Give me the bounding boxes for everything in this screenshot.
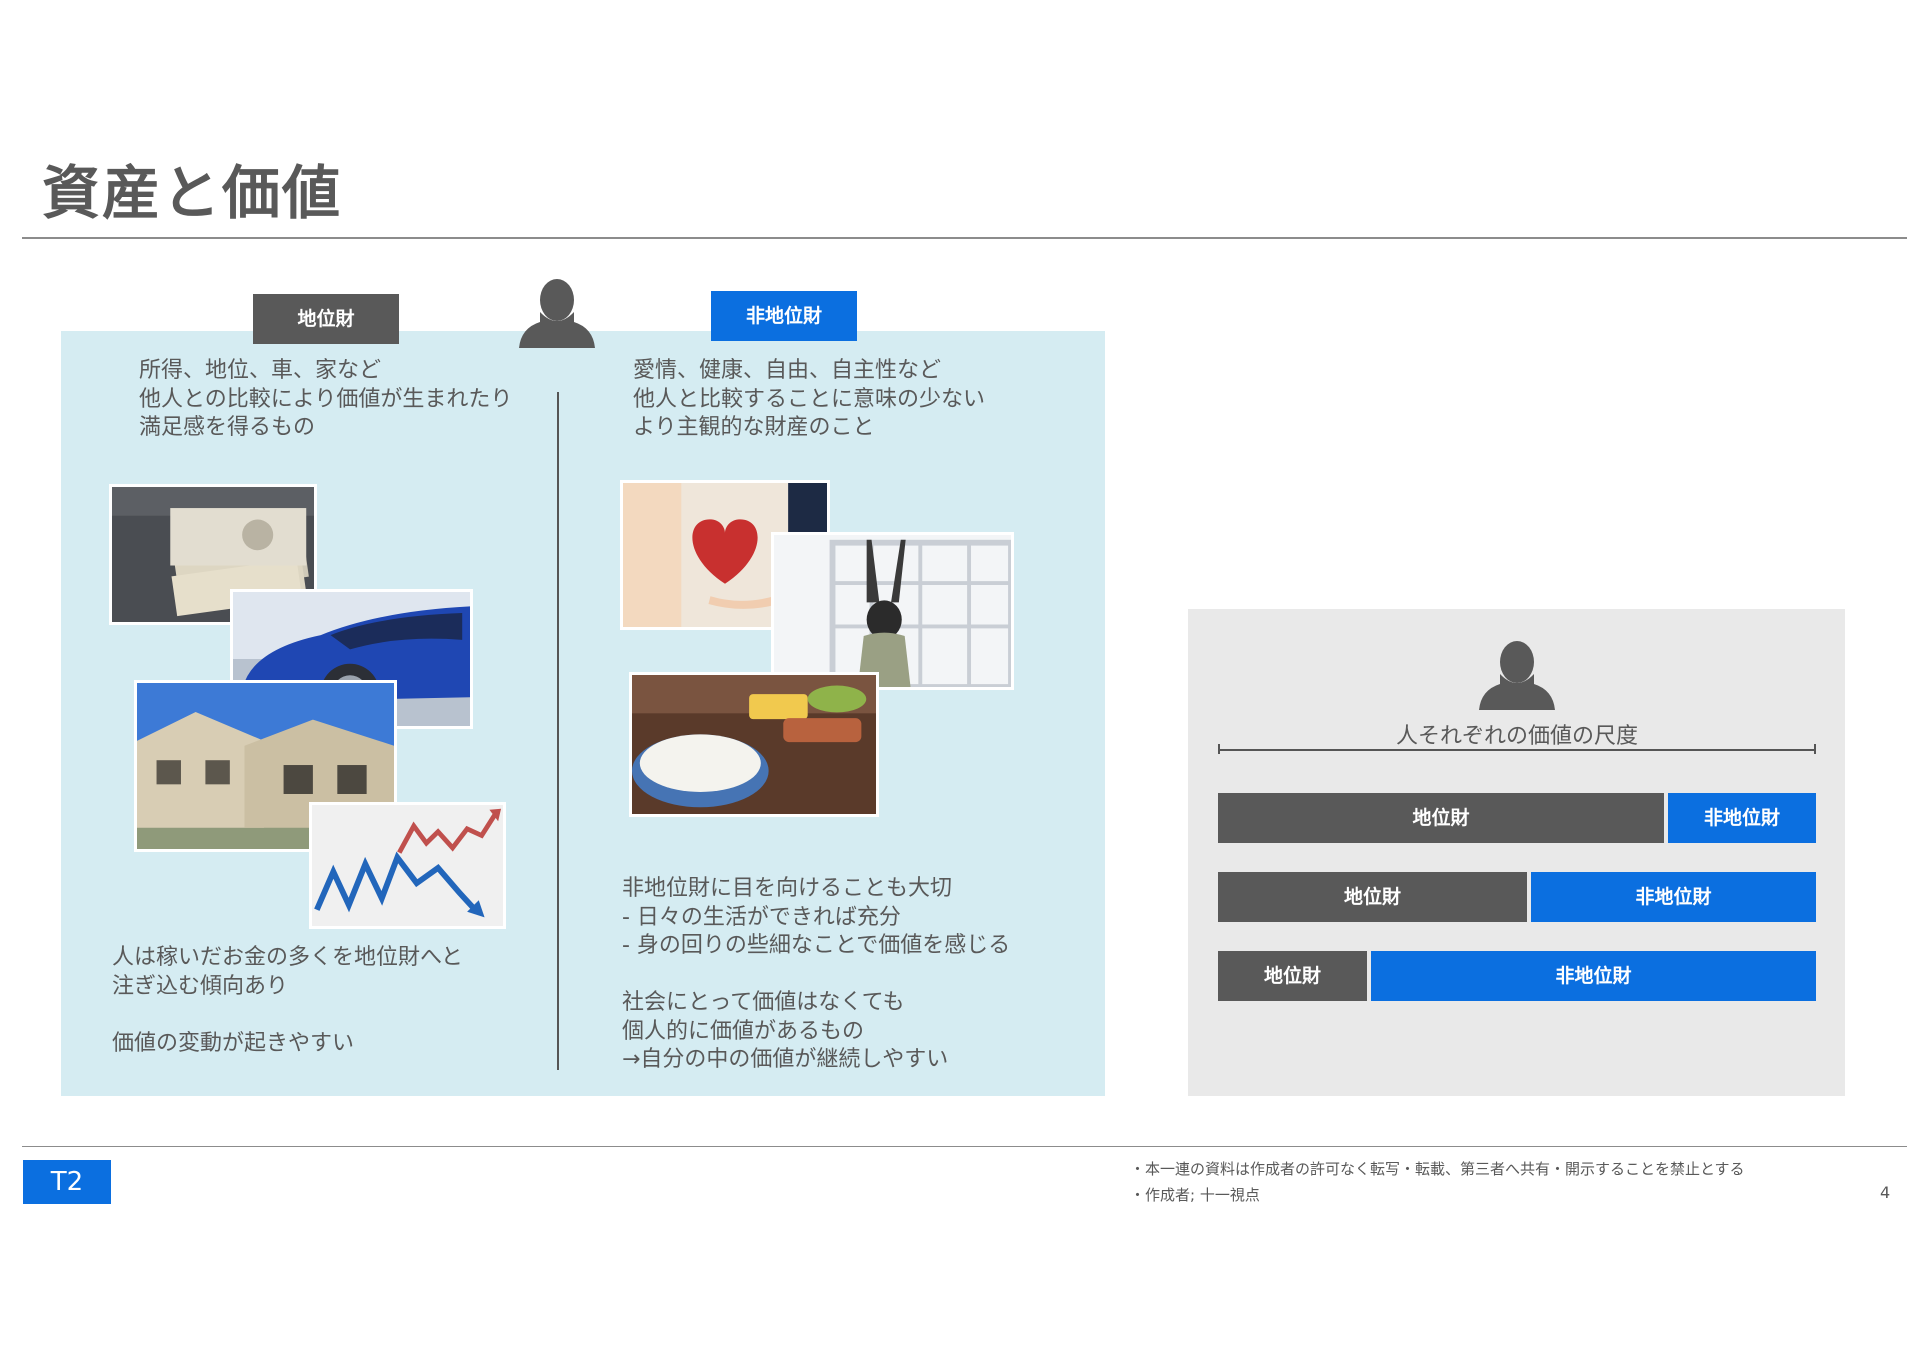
positional-description-line: 所得、地位、車、家など	[139, 358, 382, 383]
footer-note-line: ・本一連の資料は作成者の許可なく転写・転載、第三者へ共有・開示することを禁止とす…	[1130, 1160, 1745, 1178]
non-positional-note-line: - 身の回りの些細なことで価値を感じる	[622, 933, 1011, 958]
scale-axis-line	[1218, 749, 1816, 751]
positional-description-line: 他人との比較により価値が生まれたり	[139, 386, 513, 412]
window-photo	[771, 532, 1014, 690]
positional-description-line: 満足感を得るもの	[139, 415, 316, 440]
scale-caption: 人それぞれの価値の尺度	[1395, 724, 1638, 749]
person-icon	[1477, 640, 1557, 710]
positional-note-line: 価値の変動が起きやすい	[112, 1030, 355, 1056]
person-icon	[517, 278, 597, 348]
positional-goods-tag: 地位財	[253, 294, 399, 344]
non-positional-note-line: 社会にとって価値はなくても	[622, 990, 905, 1015]
non-positional-notes: 非地位財に目を向けることも大切 - 日々の生活ができれば充分 - 身の回りの些細…	[622, 875, 1010, 1075]
positional-note-line: 注ぎ込む傾向あり	[112, 973, 289, 999]
positional-note-line: ​	[112, 1001, 463, 1030]
center-divider	[557, 392, 559, 1070]
positional-description: 所得、地位、車、家など 他人との比較により価値が生まれたり 満足感を得るもの	[139, 357, 512, 443]
non-positional-share-bar: 非地位財	[1371, 951, 1816, 1001]
positional-note-line: 人は稼いだお金の多くを地位財へと	[112, 945, 463, 970]
footer-notes: ・本一連の資料は作成者の許可なく転写・転載、第三者へ共有・開示することを禁止とす…	[1130, 1156, 1745, 1208]
scale-axis-tick	[1814, 744, 1816, 754]
non-positional-share-bar: 非地位財	[1531, 872, 1816, 922]
non-positional-share-bar: 非地位財	[1668, 793, 1816, 843]
page-title: 資産と価値	[42, 159, 343, 227]
scale-bars: 地位財 非地位財 地位財 非地位財 地位財 非地位財	[1218, 793, 1816, 1003]
non-positional-note-line: ​	[622, 961, 1010, 990]
non-positional-goods-tag: 非地位財	[711, 291, 857, 341]
non-positional-description-line: より主観的な財産のこと	[633, 415, 875, 440]
meal-photo	[629, 672, 879, 817]
non-positional-note-line: - 日々の生活ができれば充分	[622, 904, 901, 930]
positional-share-bar: 地位財	[1218, 951, 1367, 1001]
non-positional-description-line: 他人と比較することに意味の少ない	[633, 386, 986, 412]
footer-divider	[22, 1146, 1907, 1147]
title-divider	[22, 237, 1907, 239]
stock-chart-photo	[309, 802, 506, 929]
scale-axis-tick	[1218, 744, 1220, 754]
footer-note-line: ・作成者; 十一視点	[1130, 1186, 1260, 1204]
non-positional-note-line: 個人的に価値があるもの	[622, 1018, 865, 1044]
non-positional-description: 愛情、健康、自由、自主性など 他人と比較することに意味の少ない より主観的な財産…	[633, 357, 985, 443]
non-positional-note-line: →自分の中の価値が継続しやすい	[622, 1047, 949, 1072]
page-number: 4	[1880, 1183, 1891, 1202]
positional-notes: 人は稼いだお金の多くを地位財へと 注ぎ込む傾向あり ​ 価値の変動が起きやすい	[112, 944, 463, 1058]
positional-share-bar: 地位財	[1218, 793, 1664, 843]
positional-share-bar: 地位財	[1218, 872, 1527, 922]
non-positional-note-line: 非地位財に目を向けることも大切	[622, 876, 953, 901]
non-positional-description-line: 愛情、健康、自由、自主性など	[633, 358, 942, 383]
section-badge: T2	[23, 1160, 111, 1204]
